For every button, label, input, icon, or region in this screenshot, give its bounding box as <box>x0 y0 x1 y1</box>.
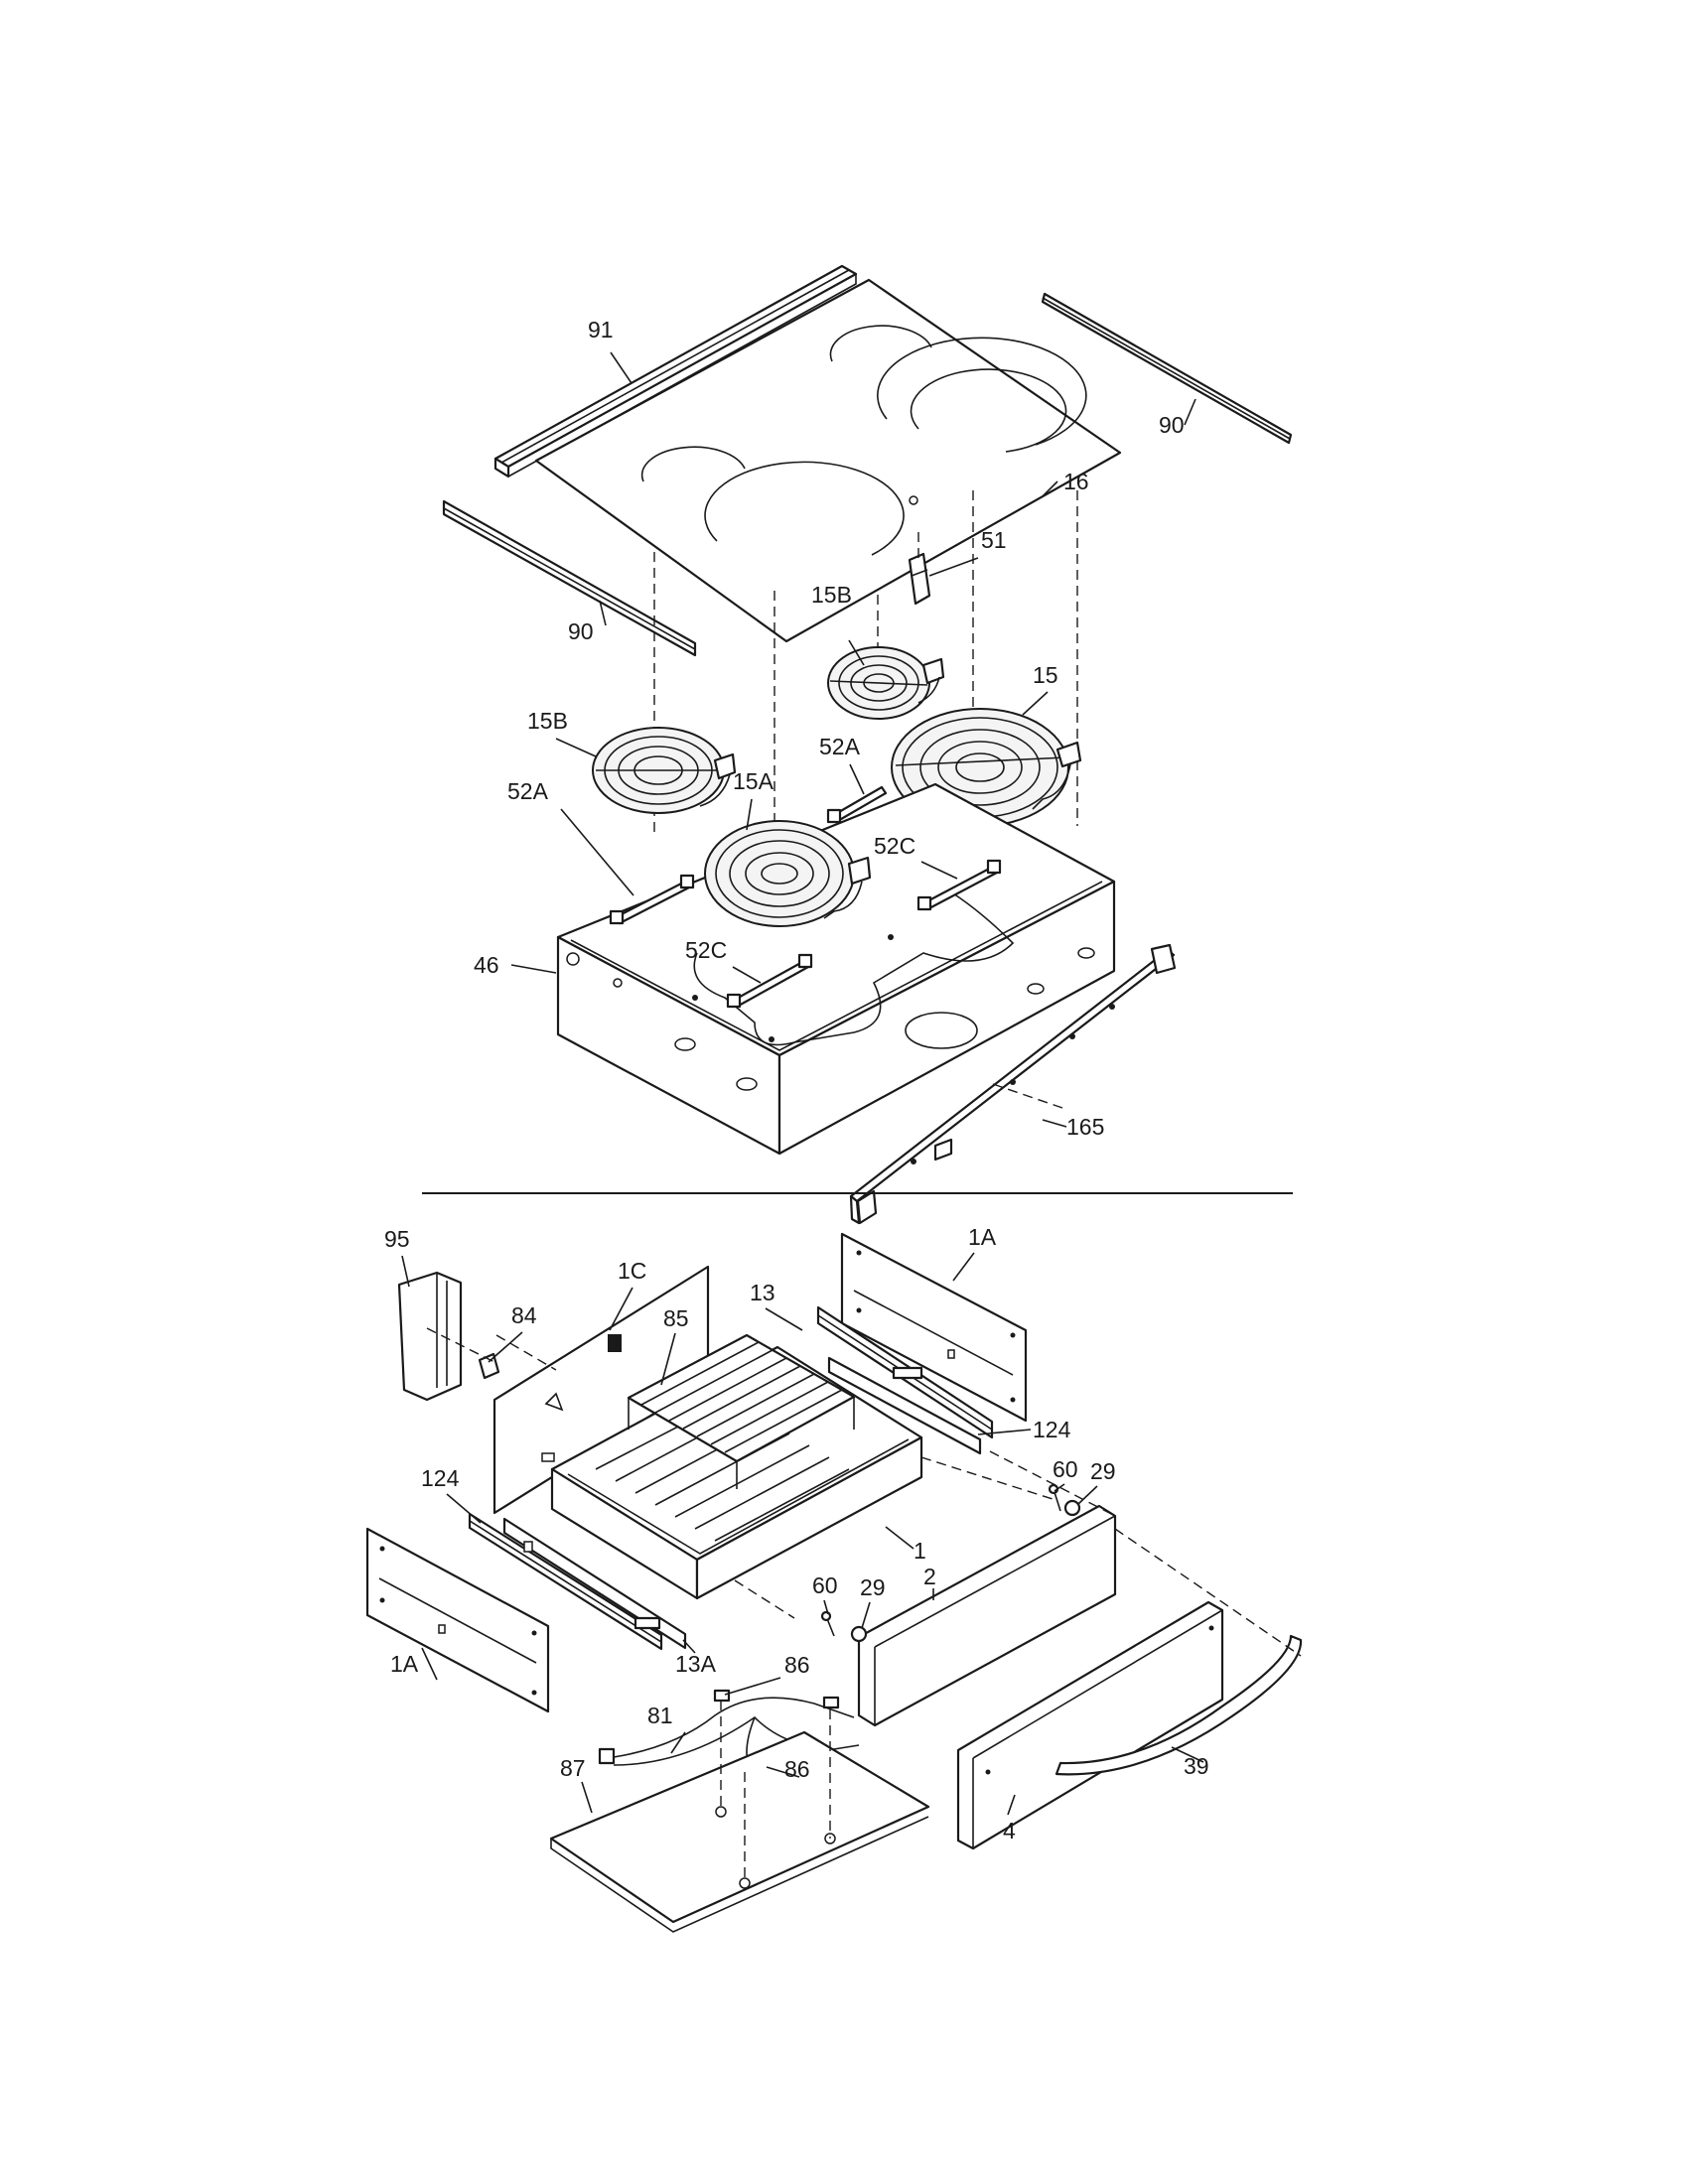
cover-95 <box>397 1271 463 1402</box>
callout-13A: 13A <box>675 1651 717 1677</box>
callout-52C-right: 52C <box>874 833 915 859</box>
callout-1A-upper: 1A <box>968 1224 997 1250</box>
radiant-element-15B-lower <box>592 727 737 814</box>
callout-90-left: 90 <box>568 618 594 644</box>
radiant-element-15A <box>704 820 872 927</box>
element-bracket-52C-left <box>726 953 813 1009</box>
element-bracket-52A-right <box>826 785 888 824</box>
callout-labels: 91 90 16 51 90 15B 15 15B 52A 52A 15A 52… <box>384 317 1209 1843</box>
side-trim-90-right <box>1041 292 1293 445</box>
warmer-drawer-assembly <box>365 1232 1303 1933</box>
callout-52A-left: 52A <box>507 778 549 804</box>
side-panel-1A-lower <box>365 1527 550 1713</box>
callout-87: 87 <box>560 1755 586 1781</box>
callout-29-mid: 29 <box>860 1574 886 1600</box>
drawer-slide-13A <box>502 1517 687 1650</box>
callout-52C-left: 52C <box>685 937 727 963</box>
drawer-handle-39 <box>1055 1634 1303 1776</box>
callout-15B-lower: 15B <box>527 708 568 734</box>
callout-84: 84 <box>511 1302 537 1328</box>
callout-15: 15 <box>1033 662 1058 688</box>
callout-81: 81 <box>647 1703 673 1728</box>
drawer-front-frame-2 <box>857 1504 1117 1727</box>
callout-95: 95 <box>384 1226 410 1252</box>
callout-1A-lower: 1A <box>390 1651 419 1677</box>
element-bracket-52A-left <box>609 874 695 925</box>
callout-2: 2 <box>923 1564 936 1589</box>
element-clip-86-top <box>713 1689 840 1709</box>
callout-60-mid: 60 <box>812 1572 838 1598</box>
nut-29-right <box>1063 1499 1081 1517</box>
drawer-slide-13 <box>816 1305 994 1439</box>
nut-29-mid <box>850 1625 868 1643</box>
callout-15A: 15A <box>733 768 774 794</box>
callout-46: 46 <box>474 952 499 978</box>
callout-86-upper: 86 <box>784 1652 810 1678</box>
callout-124-right: 124 <box>1033 1417 1071 1442</box>
callout-91: 91 <box>588 317 614 342</box>
wire-rack-85 <box>627 1333 856 1489</box>
callout-13: 13 <box>750 1280 775 1305</box>
callout-51: 51 <box>981 527 1007 553</box>
leaders-top <box>510 351 1196 1128</box>
clip-84 <box>478 1352 500 1380</box>
cooktop-assembly <box>442 264 1293 1225</box>
callout-4: 4 <box>1003 1818 1016 1843</box>
callout-15B-upper: 15B <box>811 582 852 608</box>
callout-1: 1 <box>914 1538 926 1564</box>
drawer-slide-124-left <box>468 1512 663 1651</box>
callout-86-lower: 86 <box>784 1756 810 1782</box>
callout-29-right: 29 <box>1090 1458 1116 1484</box>
callout-90-right: 90 <box>1159 412 1185 438</box>
drawer-front-panel-4 <box>956 1600 1224 1850</box>
side-trim-90-left <box>442 499 697 657</box>
element-bracket-52C-right <box>916 859 1002 911</box>
projection-lines-bottom <box>426 1327 1302 1883</box>
callout-16: 16 <box>1063 469 1089 494</box>
callout-52A-right: 52A <box>819 734 861 759</box>
drawer-slide-124-right <box>827 1356 982 1455</box>
callout-1C: 1C <box>618 1258 646 1284</box>
callout-165: 165 <box>1066 1114 1104 1140</box>
callout-39: 39 <box>1184 1753 1209 1779</box>
leaders-bottom <box>401 1252 1204 1816</box>
mounting-rail-165 <box>849 943 1177 1225</box>
callout-60-right: 60 <box>1053 1456 1078 1482</box>
glass-cooktop-16 <box>534 278 1122 643</box>
projection-lines-top <box>653 490 1078 993</box>
radiant-element-15B-upper <box>827 646 945 720</box>
callout-85: 85 <box>663 1305 689 1331</box>
side-panel-1A-upper <box>840 1232 1028 1423</box>
drawer-bottom-87 <box>549 1730 930 1933</box>
screw-60-mid <box>820 1610 835 1637</box>
callout-124-left: 124 <box>421 1465 460 1491</box>
